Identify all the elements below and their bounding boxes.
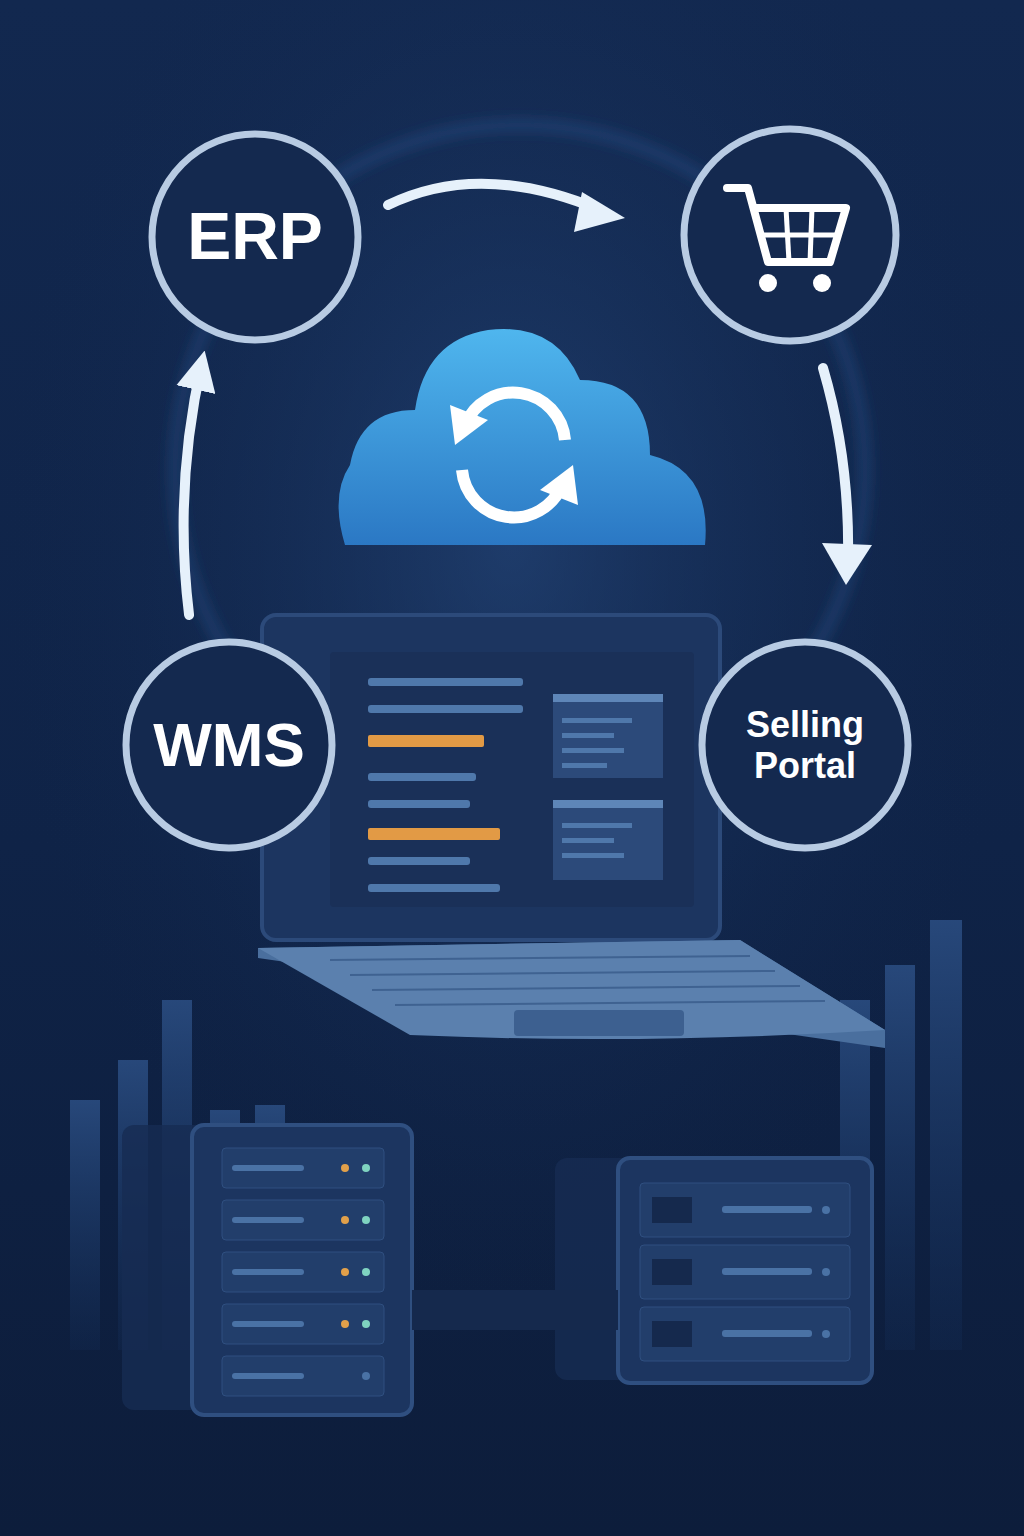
rack-part [362,1320,370,1328]
erp-circle: ERP [149,131,361,343]
rack-part [362,1268,370,1276]
circle-shape [702,642,908,848]
rack-part [341,1216,349,1224]
circle-shape [152,134,358,340]
rack-part [822,1268,830,1276]
rack-part [232,1217,304,1223]
cloud-sync-icon [339,329,706,545]
rack-part [362,1372,370,1380]
rack-part [640,1183,850,1237]
flow-arrow [184,362,202,615]
rack-part [222,1148,384,1188]
rack-part [722,1206,812,1213]
server-racks [122,1125,872,1415]
rack-part [652,1321,692,1347]
rack-part [232,1165,304,1171]
rack-part [822,1330,830,1338]
cart-icon [684,129,896,341]
node-label: WMS [153,709,305,780]
rack-part [341,1164,349,1172]
rack-part [232,1373,304,1379]
rack-part [652,1197,692,1223]
rack-part [222,1356,384,1396]
rack-part [362,1164,370,1172]
rack-part [232,1321,304,1327]
rack-part [822,1206,830,1214]
rack-part [222,1252,384,1292]
rack-part [232,1269,304,1275]
rack-part [222,1304,384,1344]
node-label: Selling Portal [729,704,882,787]
rack-part [222,1200,384,1240]
rack-part [722,1268,812,1275]
rack-part [652,1259,692,1285]
rack-part [640,1245,850,1299]
rack-part [341,1268,349,1276]
rack-part [722,1330,812,1337]
wms-circle: WMS [123,639,335,851]
node-label: ERP [187,199,323,275]
rack-part [341,1320,349,1328]
rack-part [362,1216,370,1224]
circle-shape [126,642,332,848]
rack-part [640,1307,850,1361]
portal-circle: Selling Portal [699,639,911,851]
